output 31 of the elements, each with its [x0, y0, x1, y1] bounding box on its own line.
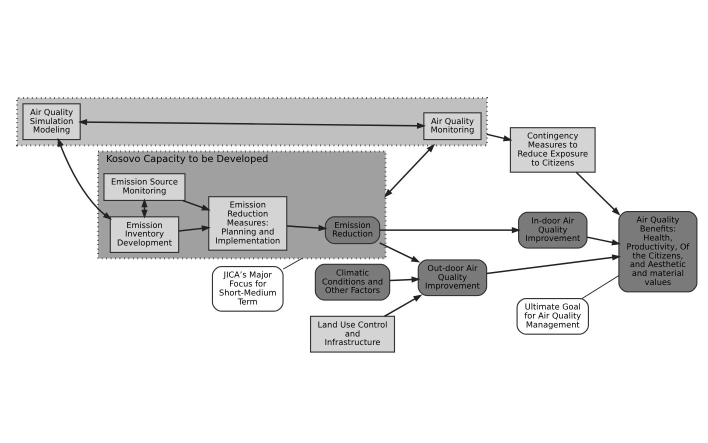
node-box: In-door Air Quality Improvement	[518, 211, 588, 248]
node-box: JICA’s Major Focus for Short-Medium Term	[212, 266, 284, 312]
arrow	[286, 224, 328, 231]
node-box: Out-door Air Quality Improvement	[418, 258, 488, 296]
arrow	[486, 133, 512, 141]
arrow	[384, 294, 422, 316]
arrow	[78, 118, 426, 128]
node-box: Ultimate Goal for Air Quality Management	[516, 297, 589, 334]
arrow	[486, 254, 622, 274]
node-box: Air Quality Monitoring	[423, 112, 482, 140]
node-box: Air Quality Simulation Modeling	[22, 102, 81, 140]
arrow	[58, 137, 112, 220]
node-box: Emission Inventory Development	[110, 216, 180, 253]
arrow	[390, 276, 421, 282]
node-box: Land Use Control and Infrastructure	[310, 315, 396, 352]
node-box: Emission Source Monitoring	[103, 172, 186, 201]
arrow	[380, 226, 521, 233]
connector	[282, 257, 303, 270]
arrow	[576, 171, 620, 216]
arrow	[379, 242, 420, 262]
arrow	[182, 199, 211, 210]
connector	[582, 274, 620, 298]
arrow	[178, 224, 211, 232]
node-box: Emission Reduction	[324, 216, 380, 244]
node-box: Emission Reduction Measures: Planning and Implementation	[208, 196, 288, 250]
arrow	[587, 236, 621, 245]
node-box: Climatic Conditions and Other Factors	[314, 263, 390, 300]
node-box: Contingency Measures to Reduce Exposure to Citizens	[510, 126, 596, 172]
node-box: Air Quality Benefits: Health, Productivity, Of the Citizens, and Aesthetic and material values	[618, 210, 698, 292]
arrow	[384, 143, 435, 198]
arrow	[141, 198, 148, 218]
